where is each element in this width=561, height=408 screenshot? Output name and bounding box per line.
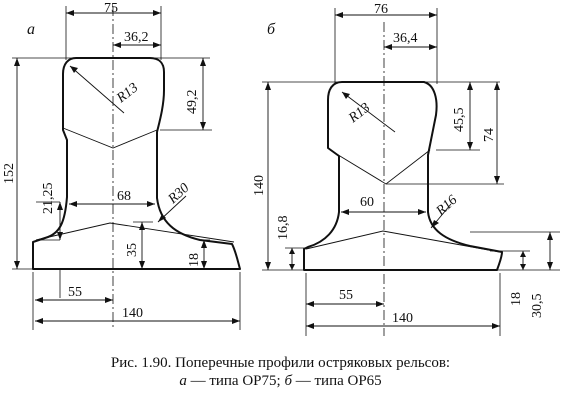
profile-a-outline [32, 57, 241, 270]
dim-a-foot-edge: 18 [187, 253, 202, 267]
dim-b-web-width: 60 [360, 195, 374, 210]
dim-b-foot-edge: 18 [509, 292, 524, 306]
figure-caption: Рис. 1.90. Поперечные профили остряковых… [0, 354, 561, 390]
profile-a-head-taper [62, 127, 158, 149]
caption-label-a: а [179, 373, 187, 389]
dim-a-head-height: 49,2 [185, 90, 200, 115]
dim-a-height: 152 [2, 163, 17, 184]
dim-b-top-width: 76 [374, 2, 388, 17]
profile-b-head-taper [329, 149, 431, 185]
dim-a-radius-fillet: R30 [165, 181, 193, 208]
dim-b-foot-width: 140 [392, 311, 413, 326]
profile-b-foot-taper [305, 230, 501, 253]
caption-type-b: — типа ОР65 [291, 373, 382, 389]
caption-label-b: б [284, 373, 292, 389]
dim-a-half-foot: 55 [68, 285, 82, 300]
profile-a: а 75 36,2 49,2 R13 [2, 1, 241, 330]
profile-b: б 76 36,4 45,5 74 [252, 2, 560, 336]
caption-type-a: — типа ОР75; [186, 373, 285, 389]
dim-a-half-head: 36,2 [124, 30, 149, 45]
dim-b-head-height: 45,5 [452, 108, 467, 133]
dim-b-height: 140 [252, 175, 267, 196]
dim-b-radius-fillet: R16 [433, 193, 461, 220]
dim-a-foot-rise: 35 [125, 243, 140, 257]
dim-b-half-foot: 55 [339, 288, 353, 303]
dim-b-foot-height: 30,5 [530, 294, 545, 319]
profile-a-foot-taper [35, 222, 235, 243]
dim-b-head-depth: 74 [482, 128, 497, 142]
dim-a-foot-width: 140 [122, 306, 143, 321]
profile-b-outline [303, 81, 503, 271]
dim-a-web-level: 21,25 [41, 183, 56, 215]
profile-a-label: а [27, 21, 35, 38]
dim-b-half-head: 36,4 [393, 31, 418, 46]
dim-b-foot-level: 16,8 [276, 216, 291, 241]
caption-line-1: Рис. 1.90. Поперечные профили остряковых… [110, 355, 451, 371]
profile-b-label: б [267, 21, 276, 38]
caption-line-2: а — типа ОР75; б — типа ОР65 [0, 372, 561, 390]
dim-a-top-width: 75 [104, 1, 118, 16]
dim-b-radius-head: R13 [345, 100, 373, 126]
dim-a-web-width: 68 [117, 189, 131, 204]
dim-a-radius-head: R13 [113, 80, 141, 106]
